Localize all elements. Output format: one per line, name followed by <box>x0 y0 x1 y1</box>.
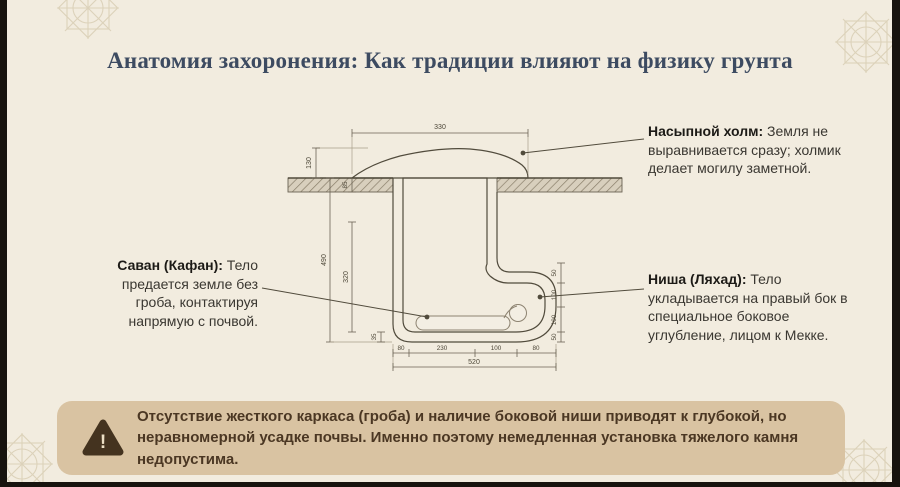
warning-triangle-icon: ! <box>81 418 125 458</box>
annotation-niche-body: Тело укладывается на правый бок в специа… <box>648 271 848 343</box>
dim-niche-base: 50 <box>551 333 558 341</box>
dim-depth-total: 490 <box>321 254 328 266</box>
dim-depth-shaft: 320 <box>343 271 350 283</box>
leader-lines <box>261 138 645 320</box>
annotation-niche: Ниша (Ляхад): Тело укладывается на правы… <box>648 270 853 344</box>
dim-base-right: 80 <box>532 345 540 352</box>
topsoil-hatch-band <box>287 177 623 193</box>
pit-cavity <box>402 177 546 333</box>
dim-base-left: 80 <box>397 345 405 352</box>
burial-mound <box>350 148 529 179</box>
dim-niche-offset: 50 <box>551 269 558 277</box>
warning-text: Отсутствие жесткого каркаса (гроба) и на… <box>137 408 799 468</box>
dim-mound-width-group: 330 <box>351 124 529 174</box>
dim-niche-group: 50 100 100 50 <box>551 262 565 343</box>
dim-base-niche: 100 <box>491 345 502 352</box>
warning-exclamation: ! <box>100 432 106 453</box>
dim-topsoil-group: 85 <box>342 178 356 193</box>
annotation-mound: Насыпной холм: Земля не выравнивается ср… <box>648 122 863 178</box>
annotation-mound-head: Насыпной холм: <box>648 123 764 139</box>
annotation-shroud-body: Тело предается земле без гроба, контакти… <box>121 257 258 329</box>
ornament-bottom-left <box>0 432 54 487</box>
dim-depth-shaft-group: 320 <box>343 221 356 333</box>
annotation-niche-head: Ниша (Ляхад): <box>648 271 747 287</box>
dim-mound-height: 130 <box>306 157 313 169</box>
dim-mound-height-group: 130 <box>306 147 368 179</box>
dim-topsoil: 85 <box>342 181 349 189</box>
dim-floor: 35 <box>371 333 378 341</box>
dim-depth-total-group: 490 <box>321 177 392 343</box>
right-frame-bar <box>892 0 900 487</box>
dim-floor-group: 35 <box>371 331 385 343</box>
annotation-mound-body: Земля не выравнивается сразу; холмик дел… <box>648 123 841 177</box>
annotation-shroud-head: Саван (Кафан): <box>117 257 223 273</box>
pit-outer-wall <box>392 178 557 343</box>
dim-niche-lower: 100 <box>551 314 558 325</box>
shrouded-body <box>415 304 527 331</box>
warning-banner: ! Отсутствие жесткого каркаса (гроба) и … <box>57 401 845 475</box>
left-frame-bar <box>0 0 7 487</box>
dim-base-total: 520 <box>468 359 480 366</box>
bottom-frame-bar <box>0 482 900 487</box>
annotation-shroud: Саван (Кафан): Тело предается земле без … <box>90 256 258 330</box>
dim-niche-upper: 100 <box>551 289 558 300</box>
page-title: Анатомия захоронения: Как традиции влияю… <box>107 48 793 73</box>
dim-base-mid: 230 <box>437 345 448 352</box>
grave-cross-section-diagram: 330 130 85 490 320 35 <box>261 124 645 371</box>
ornament-top-left <box>56 0 120 40</box>
dim-mound-width: 330 <box>434 124 446 131</box>
dim-bottom-group: 80 230 100 80 520 <box>392 344 557 371</box>
